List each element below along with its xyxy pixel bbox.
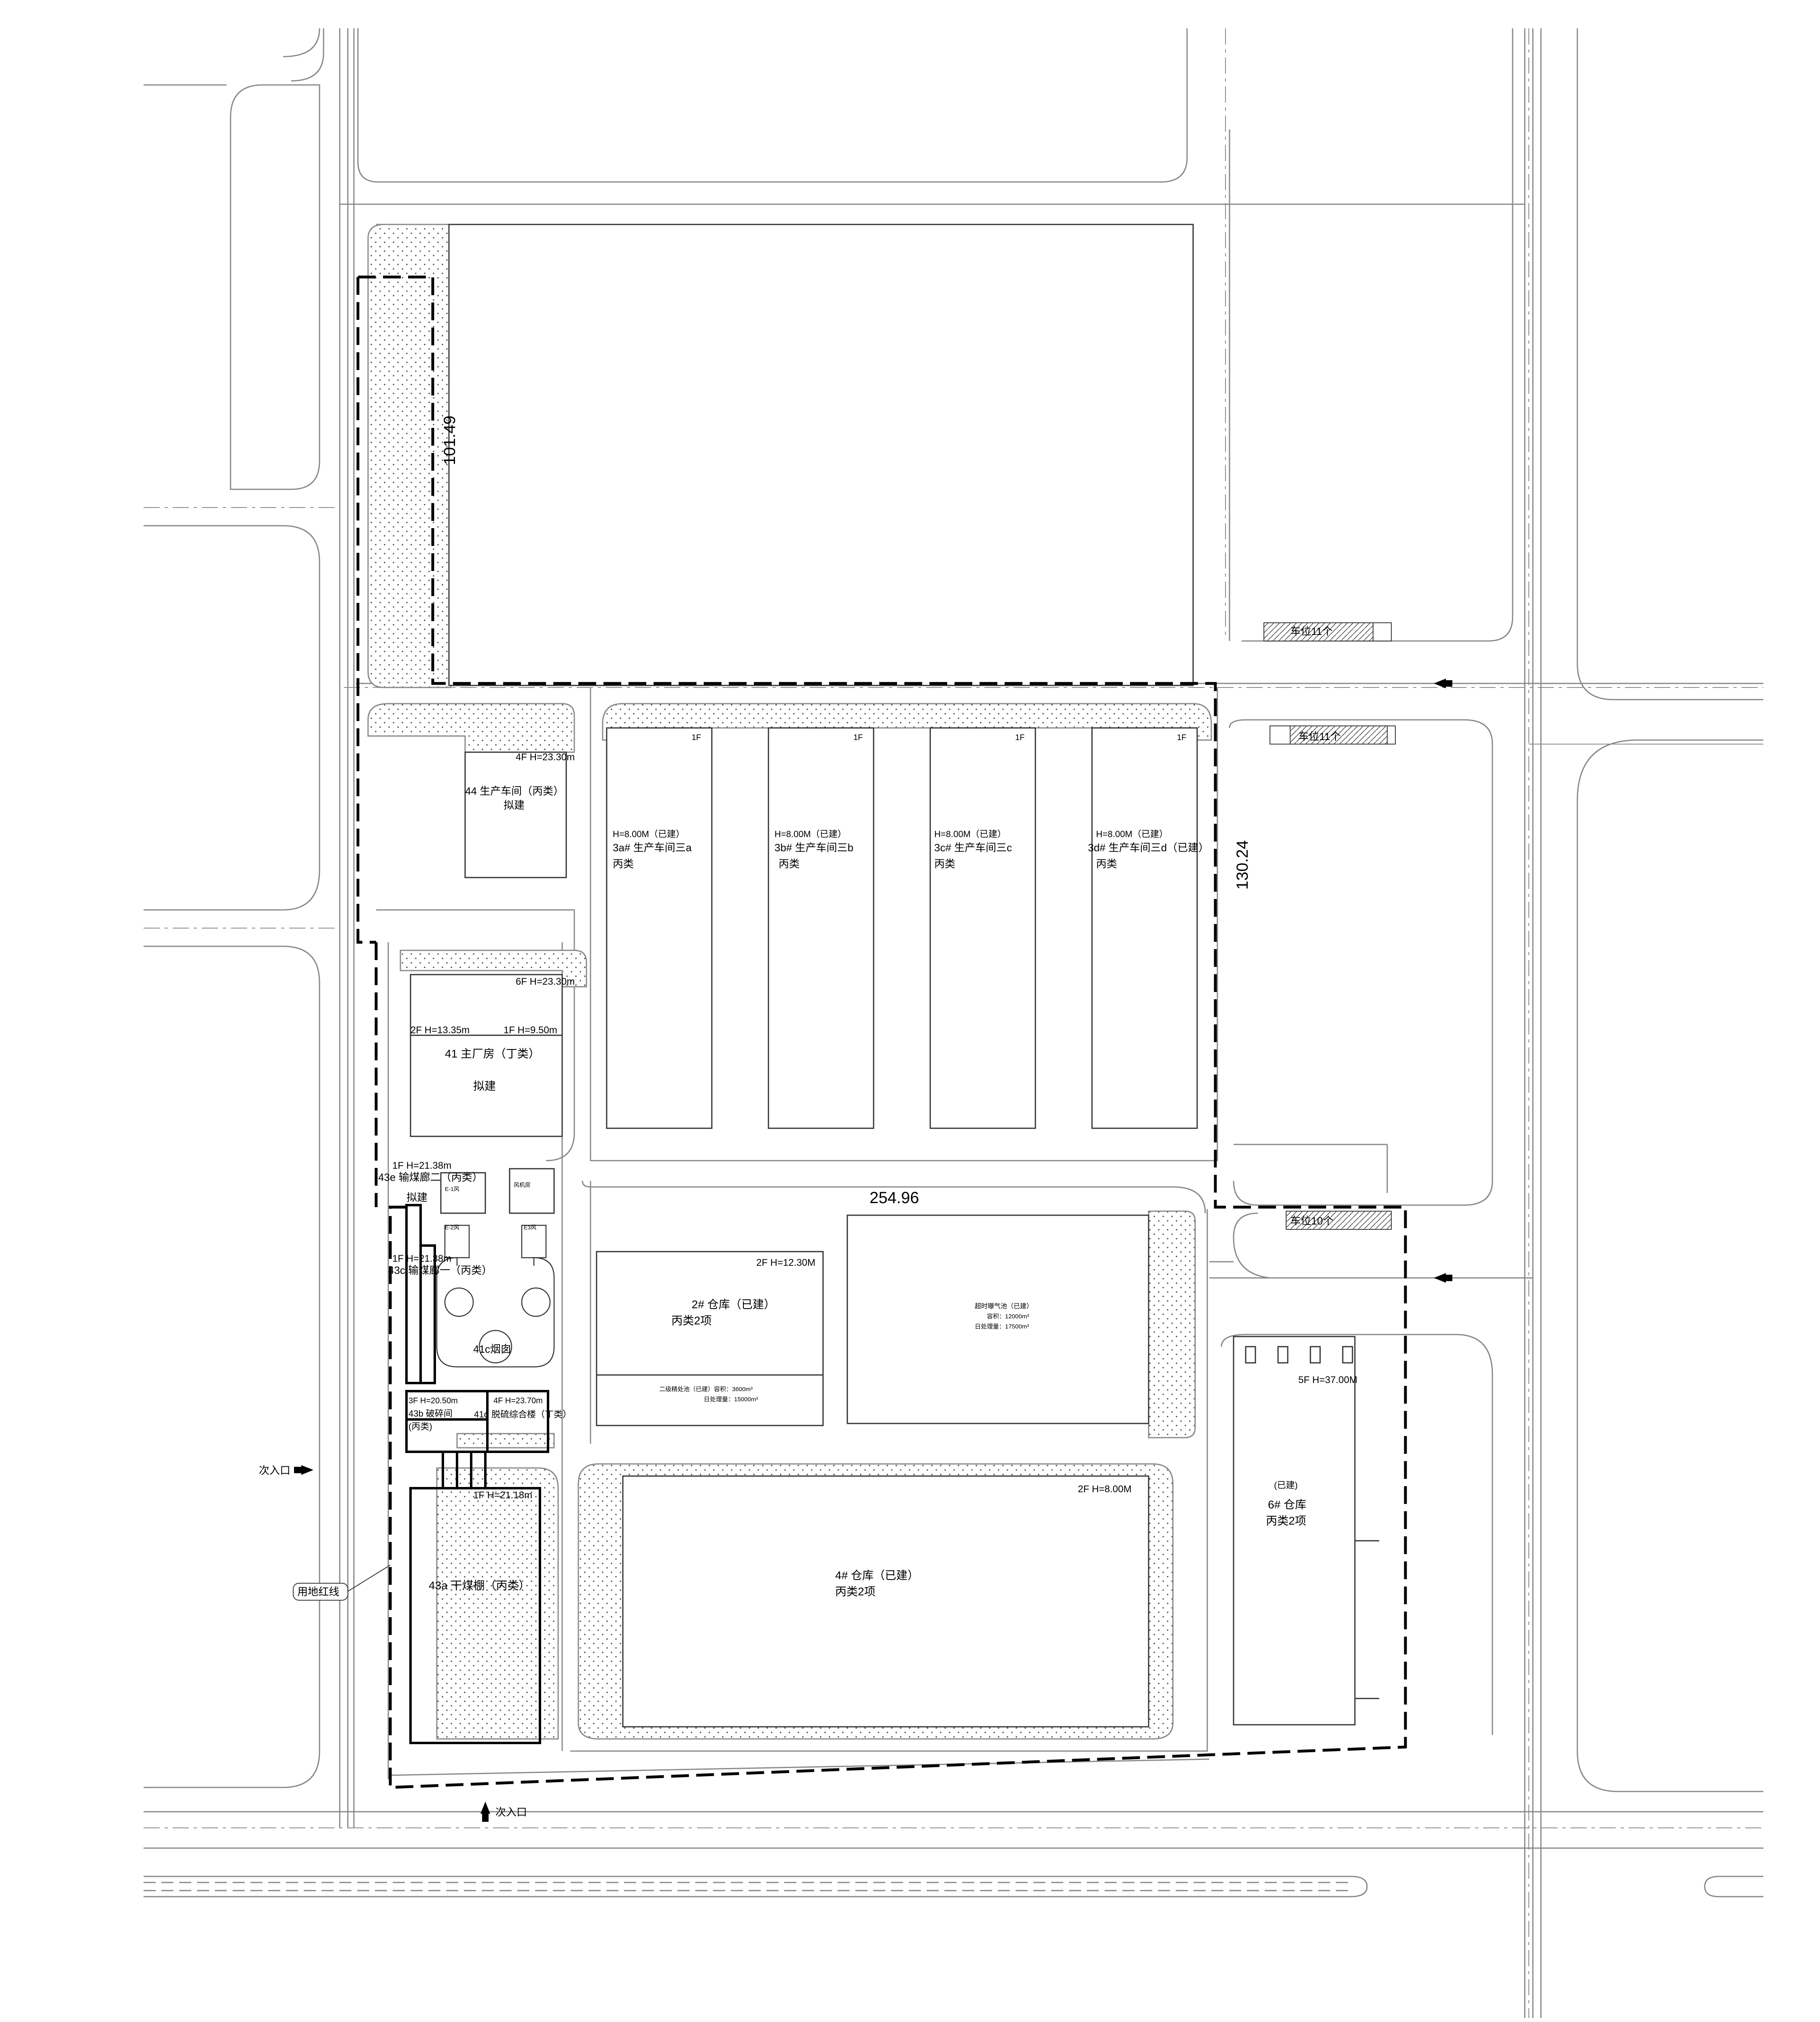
red-line-label: 用地红线	[297, 1586, 339, 1598]
b41-f1: 1F H=9.50m	[504, 1025, 557, 1036]
dim-right: 130.24	[1234, 840, 1251, 890]
b4-floors: 2F H=8.00M	[1078, 1484, 1132, 1495]
b41c-name: 41c烟囱	[473, 1343, 511, 1355]
b43a-name: 43a 干煤棚（丙类）	[429, 1579, 530, 1592]
b43b-floors: 3F H=20.50m	[408, 1396, 458, 1405]
b43a-floors: 1F H=21.18m	[473, 1490, 532, 1501]
dim-left: 101.49	[441, 416, 459, 465]
b6-built: (已建)	[1274, 1480, 1298, 1490]
aeration-pool	[847, 1214, 1149, 1424]
coal-conveyor	[405, 1204, 549, 1744]
buildings	[410, 224, 1379, 1728]
parking-3-label: 车位10个	[1290, 1215, 1333, 1227]
b3d-name: 3d# 生产车间三d（已建）	[1088, 842, 1209, 854]
b43b-name: 43b 破碎间	[408, 1409, 453, 1419]
b3a-class: 丙类	[613, 858, 634, 870]
equip-label-1: E-1风	[445, 1186, 459, 1192]
b3c-height: H=8.00M（已建）	[934, 829, 1006, 839]
b41d-name: 脱硫综合楼（丁类）	[491, 1409, 571, 1419]
b41d-code: 41d	[474, 1409, 489, 1419]
b44-name: 44 生产车间（丙类）	[465, 785, 564, 797]
building-41	[410, 974, 563, 1137]
entrance-left-label: 次入口	[259, 1464, 290, 1476]
b41-f6: 6F H=23.30m	[516, 976, 575, 987]
dim-top: 254.96	[870, 1189, 919, 1207]
pool-volume: 容积：12000m³	[987, 1313, 1029, 1320]
b3a-name: 3a# 生产车间三a	[613, 842, 692, 854]
arrow-left-icon	[1434, 1273, 1446, 1283]
arrow-left-icon	[1434, 679, 1446, 688]
b3d-height: H=8.00M（已建）	[1096, 829, 1168, 839]
road-network	[144, 28, 1763, 2018]
equip-label-3: E-2风	[445, 1224, 459, 1231]
chimney-area	[436, 1225, 555, 1368]
parking-1-label: 车位11个	[1290, 625, 1333, 637]
parking-2-label: 车位11个	[1298, 730, 1341, 742]
b2-note2: 日处理量：15000m³	[704, 1396, 758, 1403]
parking-stalls	[1263, 622, 1396, 1230]
site-boundary	[356, 275, 1407, 1789]
b3a-floors: 1F	[692, 733, 701, 742]
b2-name: 2# 仓库（已建）	[692, 1298, 775, 1311]
b3a-height: H=8.00M（已建）	[613, 829, 685, 839]
b4-class: 丙类2项	[835, 1585, 876, 1598]
b43e-status: 拟建	[406, 1191, 427, 1203]
b41d-floors: 4F H=23.70m	[493, 1396, 543, 1405]
building-44	[464, 751, 567, 878]
b44-status: 拟建	[504, 799, 525, 811]
pool-capacity: 日处理量：17500m³	[975, 1323, 1029, 1330]
b41-f2: 2F H=13.35m	[411, 1025, 470, 1036]
b3c-floors: 1F	[1015, 733, 1024, 742]
b3b-class: 丙类	[779, 858, 800, 870]
equip-label-4: E3风	[524, 1224, 536, 1231]
b43e-floors: 1F H=21.38m	[392, 1160, 451, 1171]
building-4	[622, 1475, 1149, 1728]
b6-class: 丙类2项	[1266, 1514, 1306, 1527]
b43e-name: 43e 输煤廊二（丙类）	[378, 1171, 483, 1183]
building-3c	[929, 727, 1036, 1129]
arrow-up-icon	[480, 1802, 490, 1814]
b3c-name: 3c# 生产车间三c	[934, 842, 1012, 854]
arrow-right-icon	[301, 1465, 313, 1475]
b4-name: 4# 仓库（已建）	[835, 1569, 919, 1582]
b43c-floors: 1F H=21.38m	[392, 1253, 451, 1264]
site-roads	[376, 687, 1234, 1779]
pool-title: 超时曝气池（已建）	[975, 1303, 1033, 1310]
b6-name: 6# 仓库	[1268, 1498, 1306, 1511]
b2-class: 丙类2项	[671, 1314, 712, 1327]
building-6	[1233, 1336, 1356, 1726]
b41-name: 41 主厂房（丁类）	[445, 1047, 540, 1060]
red-line-leader	[347, 1565, 391, 1592]
b2-floors: 2F H=12.30M	[756, 1257, 815, 1268]
b3d-class: 丙类	[1096, 858, 1117, 870]
building-3d	[1091, 727, 1198, 1129]
b41-status: 拟建	[473, 1080, 496, 1092]
b43c-name: 43c 输煤廊一（丙类）	[388, 1264, 492, 1276]
equip-label-2: 风机房	[514, 1182, 531, 1188]
b3c-class: 丙类	[934, 858, 955, 870]
arrows	[294, 679, 1452, 1822]
building-3b	[768, 727, 874, 1129]
b2-note1: 二级精处池（已建）容积：3600m³	[659, 1386, 753, 1393]
b43b-class: (丙类)	[408, 1421, 432, 1432]
b44-floors: 4F H=23.30m	[516, 752, 575, 763]
b3d-floors: 1F	[1177, 733, 1186, 742]
building-2	[596, 1251, 824, 1426]
red-line-label-box	[293, 1583, 348, 1601]
entrance-bottom-label: 次入口	[495, 1806, 527, 1818]
b3b-floors: 1F	[853, 733, 863, 742]
b3b-name: 3b# 生产车间三b	[775, 842, 853, 854]
building-6-notches	[1245, 1346, 1353, 1364]
b3b-height: H=8.00M（已建）	[775, 829, 847, 839]
b6-floors: 5F H=37.00M	[1298, 1375, 1357, 1385]
building-3a	[606, 727, 713, 1129]
